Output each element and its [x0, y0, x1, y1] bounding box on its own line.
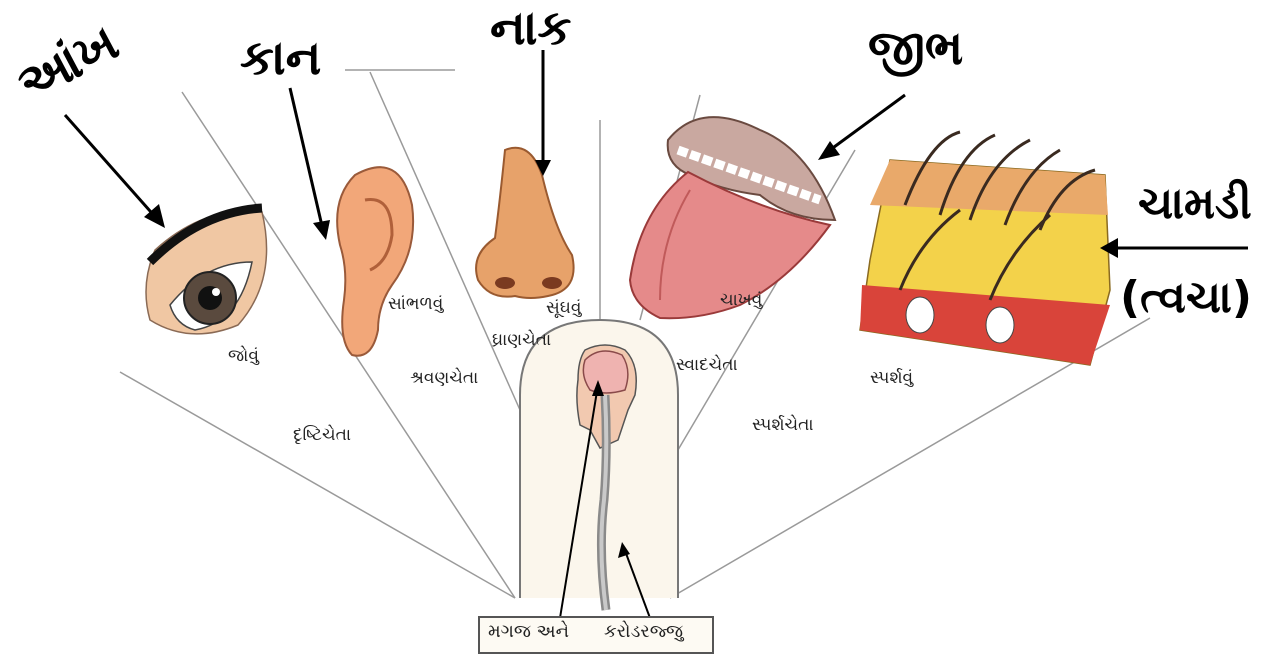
skin-alt-title: (ત્વચા) [1120, 272, 1252, 323]
brain-spine-arch [520, 320, 678, 618]
base-spinal-label: કરોડરજ્જુ [604, 621, 683, 642]
ear-pointer-arrow [290, 88, 322, 226]
action-see: જોવું [228, 346, 259, 366]
ear-illustration [337, 167, 413, 356]
action-taste: ચાખવું [720, 290, 762, 310]
nerve-optic: દૃષ્ટિચેતા [293, 425, 351, 445]
nerve-olfactory: ઘ્રાણચેતા [492, 330, 551, 350]
nose-illustration [476, 148, 574, 298]
brain-shape [583, 351, 628, 393]
skin-title: ચામડી [1138, 178, 1252, 229]
skin-illustration [860, 132, 1110, 365]
nose-title: નાક [490, 0, 571, 57]
base-brain-label: મગજ અને [488, 621, 569, 642]
nerve-tactile: સ્પર્શચેતા [752, 415, 814, 435]
nerve-gustatory: સ્વાદચેતા [676, 355, 738, 375]
action-touch: સ્પર્શવું [870, 368, 913, 388]
tongue-title: જીભ [868, 20, 963, 77]
action-hear: સાંભળવું [388, 294, 443, 314]
ear-title: કાન [240, 30, 321, 87]
eye-pointer-arrow [65, 115, 158, 220]
tongue-pointer-arrow [830, 95, 905, 150]
tongue-illustration [630, 117, 835, 318]
nerve-auditory: શ્રવણચેતા [410, 368, 478, 388]
action-smell: સૂંઘવું [546, 298, 581, 318]
